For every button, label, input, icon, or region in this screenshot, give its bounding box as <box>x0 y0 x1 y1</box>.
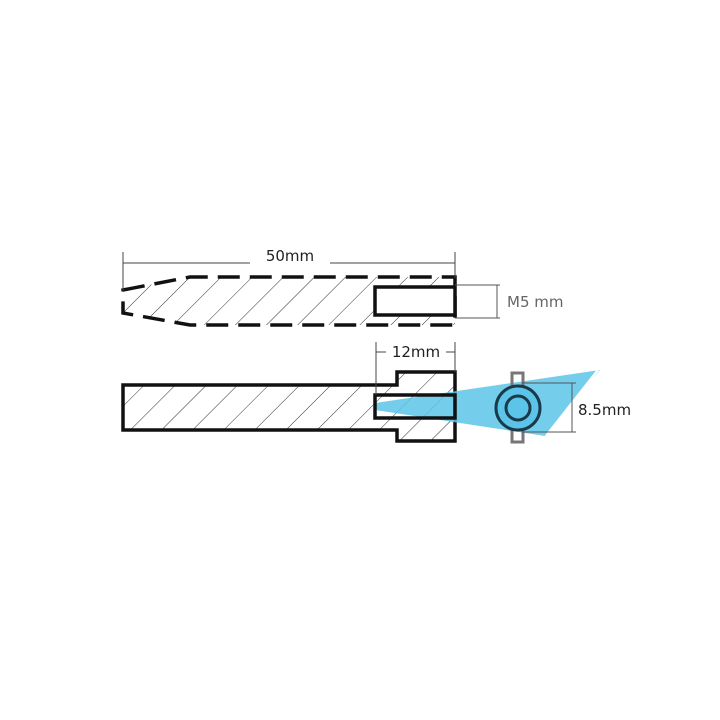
thread-label: M5 mm <box>507 293 563 311</box>
pin-body-outline <box>121 275 457 327</box>
side-section-view: 50mm M5 mm <box>121 247 563 327</box>
length-dimension <box>122 252 456 292</box>
end-view <box>494 369 599 444</box>
diameter-dimension <box>522 382 576 433</box>
highlight-beam <box>375 370 600 436</box>
thread-dimension <box>455 284 500 319</box>
socket-depth-dimension <box>375 342 456 395</box>
socket-depth-label: 12mm <box>392 343 440 361</box>
threaded-hole <box>373 285 457 317</box>
socket-section-view: 12mm 8.5mm <box>121 342 631 444</box>
socket-hole <box>373 393 457 420</box>
diameter-label: 8.5mm <box>578 401 631 419</box>
inner-circle <box>504 394 532 422</box>
length-label: 50mm <box>266 247 314 265</box>
socket-body-outline <box>121 370 457 443</box>
